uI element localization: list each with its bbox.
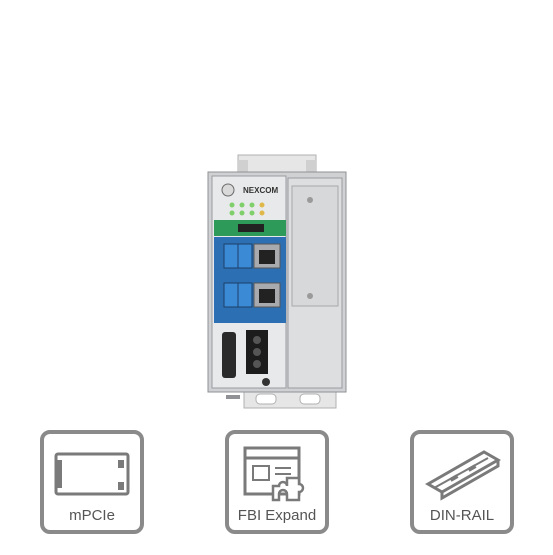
feature-label: DIN-RAIL (429, 507, 495, 524)
usb-ports (223, 243, 253, 308)
bottom-bracket (243, 389, 337, 409)
feature-mpcie: mPCIe (40, 430, 144, 534)
feature-label: FBI Expand (237, 507, 317, 524)
lan-ports (253, 243, 281, 308)
fbi-expand-icon (243, 446, 305, 502)
feature-fbi-expand: FBI Expand (225, 430, 329, 534)
top-bracket (237, 154, 317, 176)
product-image: NEXCOM (207, 154, 347, 409)
din-rail-icon (424, 450, 502, 501)
power-connector (222, 332, 236, 378)
brand-logo: NEXCOM (243, 186, 278, 195)
status-leds (229, 202, 265, 216)
hdmi-port (238, 224, 264, 232)
feature-din-rail: DIN-RAIL (410, 430, 514, 534)
feature-label: mPCIe (69, 507, 115, 524)
power-button (221, 183, 235, 197)
mpcie-card-icon (54, 452, 130, 496)
